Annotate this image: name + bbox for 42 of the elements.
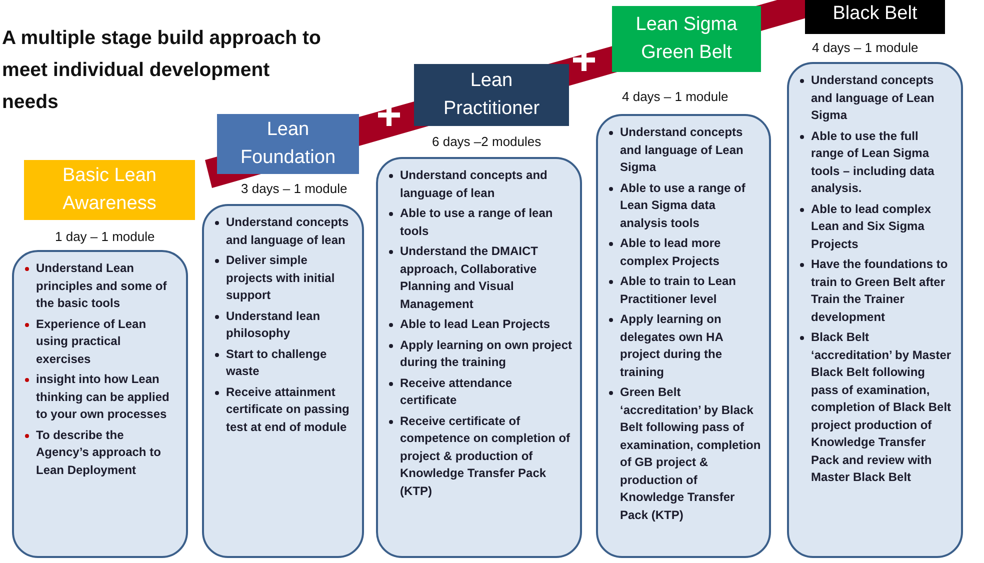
bullet-item: Able to lead complex Lean and Six Sigma Projects	[811, 200, 932, 252]
bullet-item: Able to use a range of Lean Sigma data analysis tools	[620, 180, 746, 232]
bullet-item: Deliver simple projects with initial support	[226, 252, 336, 304]
stage-heading: Lean Foundation	[217, 114, 359, 174]
slide-title: A multiple stage build approach to meet individual development needs	[2, 26, 322, 115]
content-panel	[596, 114, 771, 558]
duration-text: 1 day – 1 module	[55, 229, 155, 244]
bullet-item: Understand concepts and language of lean	[400, 167, 548, 202]
bullet-item: Receive attendance certificate	[400, 374, 514, 409]
stage-heading: Black Belt	[805, 0, 945, 34]
bullet-item: Black Belt ‘accreditation’ by Master Black Belt following pass of examination, completion of Black Belt project production of Knowledge Transfer Pack and review with Master Black Belt	[811, 329, 952, 486]
stage-heading: Lean Sigma Green Belt	[612, 6, 761, 72]
stage-heading: Basic Lean Awareness	[24, 160, 195, 220]
bullet-item: To describe the Agency’s approach to Lean Deployment	[36, 426, 162, 478]
content-panel	[12, 250, 188, 558]
bullet-item: Able to use a range of lean tools	[400, 205, 554, 240]
bullet-item: Understand lean philosophy	[226, 308, 322, 342]
bullet-item: Able to train to Lean Practitioner level	[620, 273, 738, 308]
content-panel	[376, 157, 582, 558]
stage-heading: Lean Practitioner	[414, 64, 569, 126]
bullet-item: Understand concepts and language of Lean Sigma	[620, 124, 744, 176]
bullet-item: Apply learning on delegates own HA project during the training	[620, 311, 724, 380]
bullet-item: Able to lead Lean Projects	[400, 316, 552, 333]
bullet-item: Have the foundations to train to Green Belt after Train the Trainer development	[811, 256, 949, 326]
bullet-item: Start to challenge waste	[226, 346, 328, 380]
bullet-item: Understand Lean principles and some of the basic tools	[36, 260, 168, 312]
bullet-item: Able to use the full range of Lean Sigma tools – including data analysis.	[811, 128, 936, 197]
duration-text: 4 days – 1 module	[622, 89, 728, 104]
content-panel	[787, 62, 963, 558]
bullet-item: Receive certificate of competence on completion of project & production of Knowledge Transfer Pack (KTP)	[400, 412, 572, 500]
bullet-item: Apply learning on own project during the training	[400, 336, 572, 371]
bullet-item: Understand the DMAICT approach, Collaborative Planning and Visual Management	[400, 243, 539, 312]
bullet-item: Able to lead more complex Projects	[620, 235, 722, 270]
bullet-item: Green Belt ‘accreditation’ by Black Belt following pass of examination, completion of GB project & production of Knowledge Transfer Pack (KTP)	[620, 384, 761, 524]
bullet-item: Receive attainment certificate on passing test at end of module	[226, 384, 350, 436]
bullet-item: insight into how Lean thinking can be applied to your own processes	[36, 371, 170, 423]
content-panel	[202, 204, 364, 558]
bullet-item: Understand concepts and language of lean	[226, 214, 350, 248]
duration-text: 6 days –2 modules	[432, 134, 542, 149]
duration-text: 3 days – 1 module	[241, 181, 348, 196]
duration-text: 4 days – 1 module	[812, 40, 918, 55]
bullet-item: Understand concepts and language of Lean Sigma	[811, 72, 936, 124]
